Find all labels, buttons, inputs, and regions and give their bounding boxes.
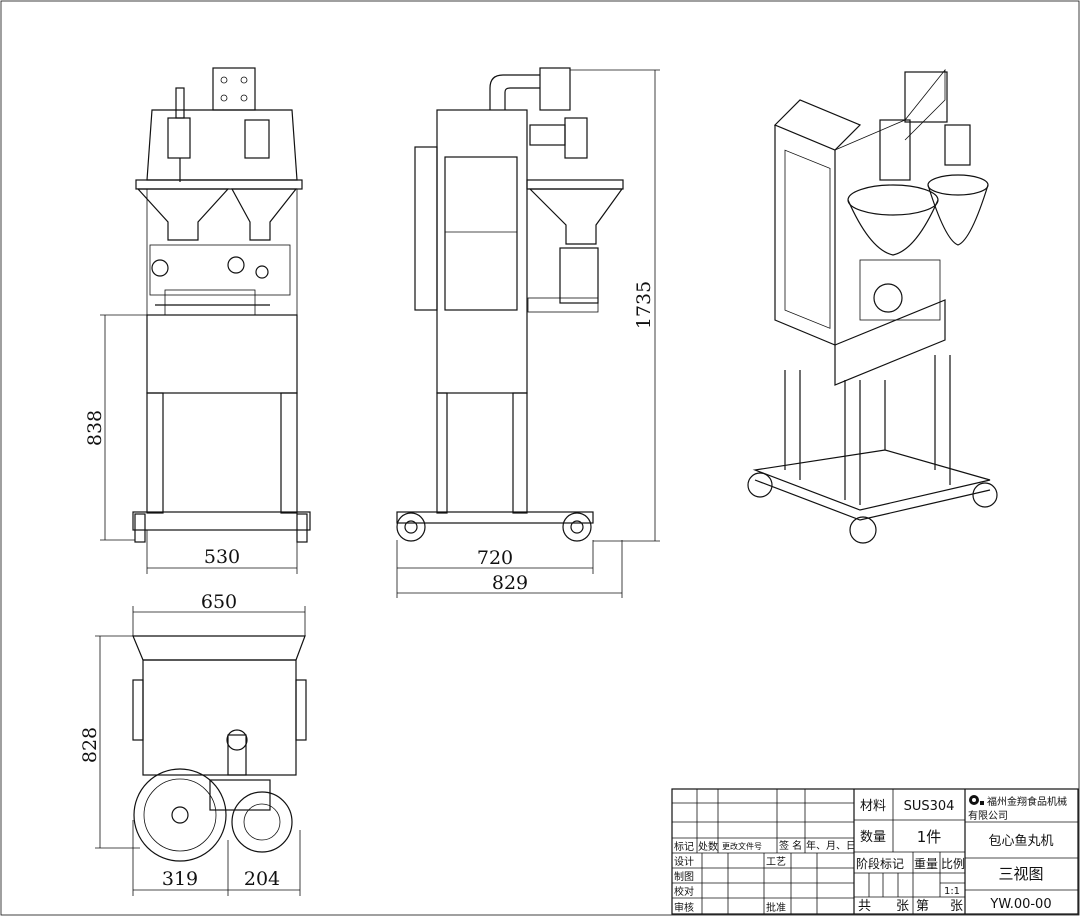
weight-label: 重量 <box>914 857 938 871</box>
sheet-no-label: 第 <box>916 899 929 914</box>
dimension-label: 1735 <box>633 281 655 329</box>
dimension-side-height: 1735 <box>570 69 660 542</box>
dimension-top-segments: 319 204 <box>132 820 301 896</box>
dimension-side-length: 829 <box>397 540 623 598</box>
revision-header: 标记 <box>674 841 694 853</box>
material-value: SUS304 <box>904 799 955 814</box>
dimension-label: 828 <box>79 727 101 763</box>
dimension-label: 720 <box>477 547 513 569</box>
dimension-label: 838 <box>84 410 106 446</box>
sign-row-label: 审核 <box>674 901 694 914</box>
revision-header: 更改文件号 <box>722 841 762 851</box>
revision-header: 签 名 <box>779 839 802 852</box>
side-view <box>396 67 624 542</box>
company-logo-gear-icon <box>969 795 984 805</box>
sign-row-label: 设计 <box>674 855 694 868</box>
sign-row-label: 制图 <box>674 870 694 883</box>
dimension-label: 829 <box>492 572 528 594</box>
company-name: 有限公司 <box>968 809 1008 822</box>
dimension-top-width: 650 <box>132 591 306 636</box>
quantity-value: 1件 <box>917 828 942 846</box>
revision-header: 处数 <box>698 840 718 853</box>
material-label: 材料 <box>860 799 886 814</box>
dimension-side-wheelbase: 720 <box>396 540 594 598</box>
isometric-view <box>747 68 998 544</box>
drawing-number: YW.00-00 <box>989 897 1051 912</box>
revision-header: 年、月、日 <box>806 839 856 852</box>
approve-label: 批准 <box>766 901 786 914</box>
scale-label: 比例 <box>941 857 965 871</box>
dimension-label: 650 <box>201 591 237 613</box>
dimension-label: 204 <box>244 868 280 890</box>
total-sheets-label: 共 <box>858 899 871 914</box>
dimension-front-width: 530 <box>146 530 298 574</box>
quantity-label: 数量 <box>860 830 886 845</box>
title-block: 标记 处数 更改文件号 签 名 年、月、日 设计 制图 校对 审核 工艺 批准 … <box>671 788 1079 915</box>
process-label: 工艺 <box>766 856 786 868</box>
stage-mark-label: 阶段标记 <box>856 856 904 871</box>
dimension-label: 319 <box>162 868 198 890</box>
total-sheets-label: 张 <box>896 899 909 914</box>
dimension-label: 530 <box>204 546 240 568</box>
company-name: 福州金翔食品机械 <box>987 795 1067 808</box>
front-view <box>132 67 311 543</box>
drawing-name: 三视图 <box>998 865 1043 883</box>
product-name: 包心鱼丸机 <box>988 833 1053 849</box>
dimension-front-height: 838 <box>84 314 147 541</box>
scale-value: 1:1 <box>944 886 960 897</box>
top-view <box>132 635 307 862</box>
sign-row-label: 校对 <box>674 885 694 898</box>
sheet-no-label: 张 <box>950 899 963 914</box>
dimension-top-depth: 828 <box>79 635 140 849</box>
